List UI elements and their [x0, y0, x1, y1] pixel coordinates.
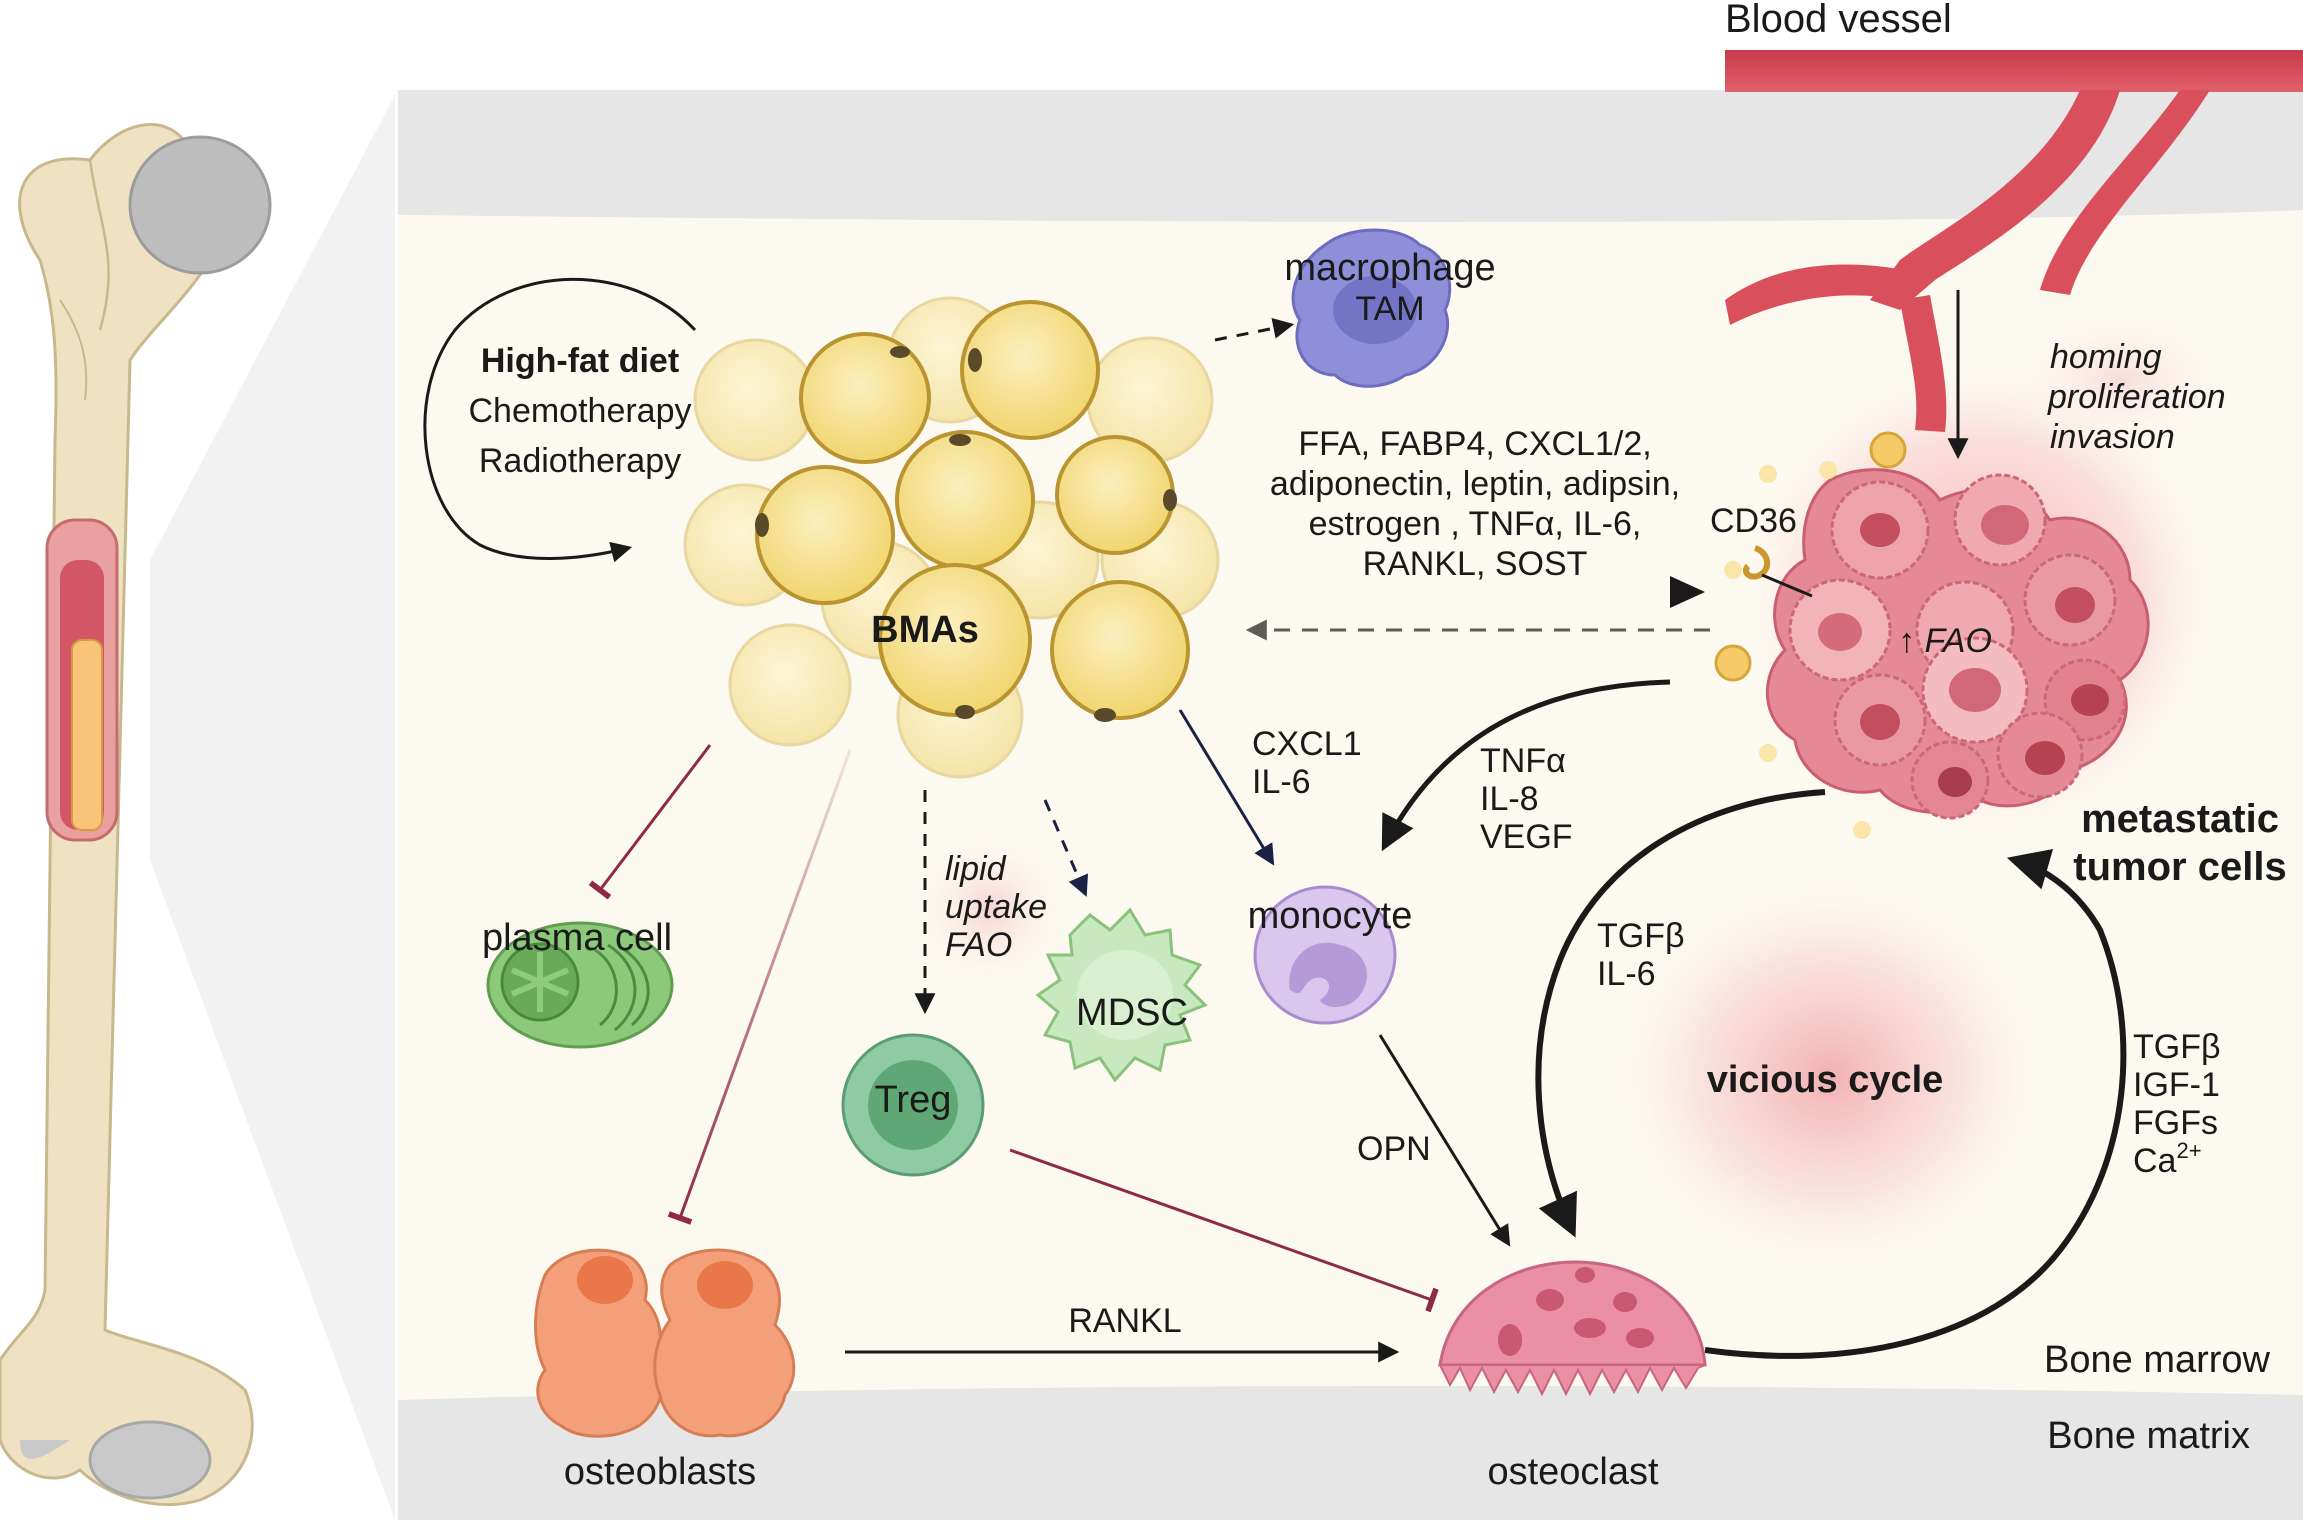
bma-inhibit-plasma-cell: [588, 744, 712, 900]
bone-to-tumor-arrow: [1704, 849, 2127, 1359]
bma-monocyte-factor-1: CXCL1: [1252, 725, 1362, 763]
plasma-cell: [486, 921, 674, 1049]
factors-line-1: FFA, FABP4, CXCL1/2,: [1298, 425, 1651, 463]
tumor-effect-proliferation: proliferation: [2047, 378, 2226, 416]
blood-vessel-illustration: [1725, 50, 2303, 432]
bma-cluster: [683, 296, 1220, 779]
bone-matrix-label: Bone matrix: [2047, 1415, 2250, 1457]
bma-to-monocyte-arrow: [1178, 709, 1275, 866]
treg-label: Treg: [875, 1079, 952, 1121]
rankl-label: RANKL: [1068, 1302, 1181, 1340]
metastatic-label-line-2: tumor cells: [2073, 845, 2286, 889]
tumor-to-monocyte-arrow: [1381, 679, 1671, 852]
monocyte-cell: [1253, 885, 1397, 1025]
tam-label: TAM: [1355, 290, 1424, 328]
tumor-monocyte-factor-2: IL-8: [1480, 780, 1539, 818]
monocyte-to-osteoclast-arrow: [1378, 1034, 1511, 1247]
calcium-superscript: 2+: [2176, 1138, 2201, 1163]
femur-bone-illustration: [0, 123, 272, 1506]
macrophage-label: macrophage: [1284, 247, 1495, 289]
opn-label: OPN: [1357, 1130, 1431, 1168]
factors-line-3: estrogen , TNFα, IL-6,: [1309, 505, 1642, 543]
calcium-base: Ca: [2133, 1142, 2177, 1180]
bma-monocyte-factor-2: IL-6: [1252, 763, 1311, 801]
lipid-label-2: uptake: [945, 888, 1047, 926]
bone-tumor-factor-2: IGF-1: [2133, 1066, 2220, 1104]
blood-vessel-label: Blood vessel: [1725, 0, 1952, 41]
tumor-monocyte-factor-1: TNFα: [1480, 742, 1566, 780]
osteoclast-label: osteoclast: [1487, 1451, 1659, 1493]
stimuli-cycle-arrow: [423, 277, 697, 563]
stimulus-high-fat-diet: High-fat diet: [481, 342, 679, 380]
bone-tumor-factor-1: TGFβ: [2133, 1028, 2221, 1066]
monocyte-label: monocyte: [1248, 895, 1413, 937]
bone-tumor-factor-4-base: Ca2+: [2133, 1138, 2202, 1180]
osteoclast-cell: [1438, 1260, 1707, 1397]
stimulus-radiotherapy: Radiotherapy: [479, 442, 681, 480]
tumor-cell-cluster: [1765, 468, 2150, 820]
upper-bone-matrix: [398, 90, 2303, 222]
bma-to-tumor-arrowhead: [1670, 576, 1705, 608]
bone-marrow-label: Bone marrow: [2044, 1339, 2271, 1381]
vicious-cycle-label: vicious cycle: [1707, 1059, 1944, 1101]
vicious-cycle-glow: [1610, 875, 2050, 1275]
macrophage-cell: [1291, 228, 1452, 388]
tumor-effect-invasion: invasion: [2050, 418, 2175, 456]
bma-to-mdsc-arrow: [1043, 799, 1089, 897]
mdsc-cell: [1035, 907, 1208, 1083]
plasma-cell-label: plasma cell: [482, 917, 672, 959]
factors-line-2: adiponectin, leptin, adipsin,: [1270, 465, 1680, 503]
bma-inhibit-osteoblasts: [667, 749, 852, 1225]
lipid-glow: [910, 830, 1070, 990]
metastatic-label-line-1: metastatic: [2081, 797, 2279, 841]
lipid-droplets: [1714, 431, 1907, 839]
tumor-fao-label: ↑ FAO: [1898, 622, 1992, 660]
tumor-monocyte-factor-3: VEGF: [1480, 818, 1573, 856]
cd36-pointer-line: [1761, 573, 1813, 598]
tumor-osteoclast-factor-1: TGFβ: [1597, 917, 1685, 955]
tumor-osteoclast-factor-2: IL-6: [1597, 955, 1656, 993]
bone-tumor-factor-3: FGFs: [2133, 1104, 2218, 1142]
stimulus-chemotherapy: Chemotherapy: [468, 392, 691, 430]
treg-cell: [841, 1033, 985, 1177]
lipid-label-3: FAO: [945, 926, 1012, 964]
factors-line-4: RANKL, SOST: [1363, 545, 1588, 583]
bmas-label: BMAs: [871, 609, 979, 651]
zoom-wedge: [150, 95, 395, 1520]
cd36-label: CD36: [1710, 502, 1797, 540]
cd36-receptor-icon: [1742, 545, 1771, 580]
treg-inhibit-osteoclast: [1009, 1148, 1439, 1313]
lipid-label-1: lipid: [945, 850, 1007, 888]
lower-bone-matrix: [398, 1385, 2303, 1520]
homing-glow: [2010, 310, 2230, 450]
mdsc-label: MDSC: [1076, 992, 1188, 1034]
tumor-to-osteoclast-arrow: [1535, 789, 1826, 1238]
tumor-effect-homing: homing: [2050, 338, 2162, 376]
osteoblasts-label: osteoblasts: [564, 1451, 756, 1493]
osteoblast-cells: [534, 1248, 796, 1438]
